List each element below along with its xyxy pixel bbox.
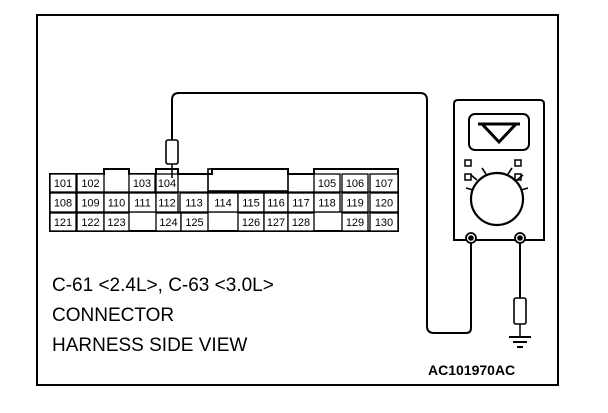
test-wire bbox=[171, 92, 472, 334]
connector-pin-label: 102 bbox=[81, 178, 99, 190]
ground-symbol-icon bbox=[509, 336, 531, 348]
connector-pin-label: 118 bbox=[318, 198, 336, 210]
caption-line-1: C-61 <2.4L>, C-63 <3.0L> bbox=[52, 275, 274, 296]
connector-pin-label: 130 bbox=[375, 217, 393, 229]
connector-pin-label: 112 bbox=[158, 198, 176, 210]
connector-pins: 101 102 103 104 105 106 107 108 109 110 111 112 113 1… bbox=[49, 173, 399, 232]
connector-pin-label: 111 bbox=[134, 198, 151, 210]
connector-pin-label: 103 bbox=[133, 178, 151, 190]
connector-outline bbox=[49, 168, 399, 232]
connector-pin-cell bbox=[341, 212, 369, 232]
connector-pin-cell bbox=[76, 173, 105, 193]
probe-icon bbox=[513, 297, 527, 336]
connector-pin-cell bbox=[128, 173, 156, 193]
connector-pin-cell bbox=[103, 212, 130, 232]
caption-line-3: HARNESS SIDE VIEW bbox=[52, 335, 248, 356]
connector-pin-label: 122 bbox=[81, 217, 99, 229]
connector-pin-cell bbox=[313, 192, 341, 213]
connector-pin-cell bbox=[341, 173, 369, 193]
connector-pin-label: 104 bbox=[158, 178, 176, 190]
connector-pin-label: 107 bbox=[375, 178, 393, 190]
connector-pin-label: 114 bbox=[214, 198, 232, 210]
connector-pin-cell bbox=[155, 192, 179, 213]
connector-pin-label: 108 bbox=[54, 198, 72, 210]
connector-pin-cell bbox=[287, 212, 315, 232]
connector-pin-cell bbox=[369, 173, 399, 193]
connector-pin-cell bbox=[155, 173, 179, 193]
connector-pin-cell bbox=[313, 173, 341, 193]
connector-pin-label: 120 bbox=[375, 198, 393, 210]
connector-pin-label: 128 bbox=[292, 217, 310, 229]
multimeter-icon bbox=[453, 99, 545, 244]
connector-pin-label: 126 bbox=[242, 217, 260, 229]
reference-code: AC101970AC bbox=[428, 362, 516, 378]
connector-pin-label: 124 bbox=[159, 217, 177, 229]
connector-pin-cell bbox=[341, 192, 369, 213]
connector-pin-label: 105 bbox=[318, 178, 336, 190]
probe-icon bbox=[165, 139, 179, 178]
connector-pin-label: 109 bbox=[81, 198, 99, 210]
connector-pin-label: 116 bbox=[267, 198, 285, 210]
connector-pin-cell bbox=[49, 212, 77, 232]
connector-pin-label: 127 bbox=[267, 217, 285, 229]
outer-frame bbox=[36, 14, 559, 386]
connector-pin-cell bbox=[369, 192, 399, 213]
connector-pin-label: 121 bbox=[54, 217, 72, 229]
connector-pin-label: 101 bbox=[54, 178, 72, 190]
connector-pin-label: 113 bbox=[185, 198, 203, 210]
caption-line-2: CONNECTOR bbox=[52, 305, 175, 326]
connector-pin-label: 119 bbox=[346, 198, 364, 210]
connector-pin-label: 106 bbox=[346, 178, 364, 190]
connector-pin-label: 123 bbox=[107, 217, 125, 229]
connector-pin-cell bbox=[180, 212, 209, 232]
connector-pin-label: 115 bbox=[242, 198, 260, 210]
connector-pin-label: 125 bbox=[185, 217, 203, 229]
connector-pin-label: 117 bbox=[292, 198, 310, 210]
connector-pin-cell bbox=[49, 192, 77, 213]
connector-pin-cell bbox=[369, 212, 399, 232]
connector-pin-cell bbox=[49, 173, 77, 193]
connector-pin-label: 129 bbox=[346, 217, 364, 229]
connector-latch bbox=[207, 168, 289, 192]
connector-pin-label: 110 bbox=[108, 198, 126, 210]
